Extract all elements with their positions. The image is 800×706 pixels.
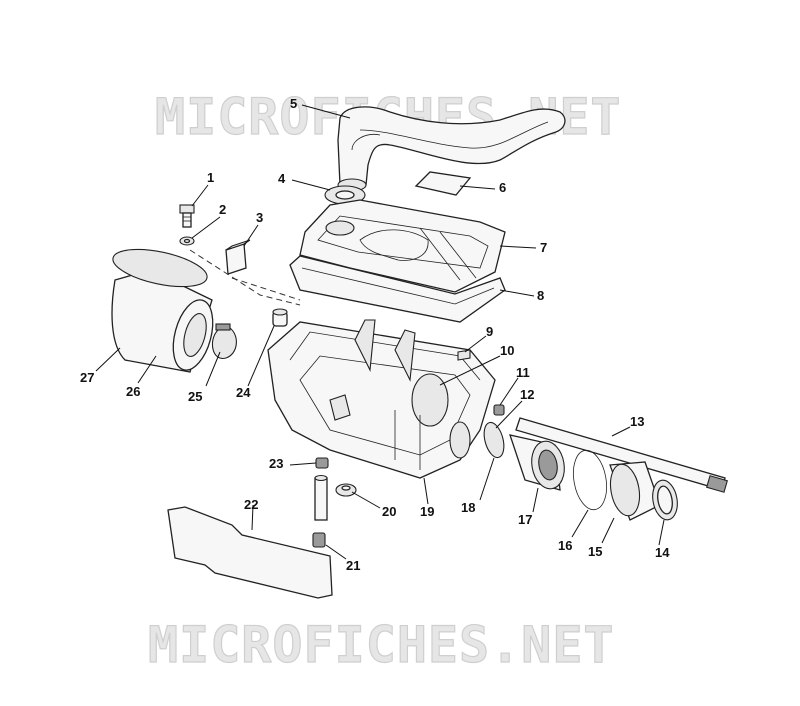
part-2-washer [179,236,195,246]
part-25-clamp [211,323,237,359]
part-11-cap [493,404,505,416]
callout-labels: 1 2 3 4 5 6 7 8 9 10 11 12 13 14 15 16 1… [80,96,670,573]
part-22-plate [167,506,333,599]
callout-26: 26 [126,384,140,399]
callout-12: 12 [520,387,534,402]
part-8-seal [289,255,506,323]
callout-6: 6 [499,180,506,195]
part-12-seal-ring [483,421,505,459]
part-13-tube [515,417,728,493]
callout-27: 27 [80,370,94,385]
part-17-outlet-duct [509,434,565,491]
callout-13: 13 [630,414,644,429]
part-1-bolt [179,204,195,228]
callout-11: 11 [516,365,530,380]
callout-15: 15 [588,544,602,559]
part-24-grommet [272,308,288,327]
callout-4: 4 [278,171,286,186]
callout-19: 19 [420,504,434,519]
part-20-grommet [335,483,357,497]
callout-9: 9 [486,324,493,339]
callout-23: 23 [269,456,283,471]
part-6-decal [414,171,472,196]
part-19-airbox [267,319,496,479]
callout-16: 16 [558,538,572,553]
callout-7: 7 [540,240,547,255]
leader-lines [95,104,665,560]
part-16-ring [573,449,607,511]
part-4-grommet [324,185,366,205]
callout-20: 20 [382,504,396,519]
part-3-block [225,239,251,275]
callout-8: 8 [537,288,544,303]
part-14-clamp [652,479,678,521]
callout-14: 14 [655,545,670,560]
part-9-tab [457,349,471,361]
part-21-drain-valve [312,474,328,548]
part-23-drain-cap [315,457,329,469]
callout-18: 18 [461,500,475,515]
callout-3: 3 [256,210,263,225]
part-15-boot [609,461,661,521]
callout-5: 5 [290,96,297,111]
callout-24: 24 [236,385,251,400]
callout-10: 10 [500,343,514,358]
part-26-inner-filter [172,299,214,371]
callout-22: 22 [244,497,258,512]
callout-2: 2 [219,202,226,217]
watermark-bottom: MICROFICHES.NET [148,616,615,674]
callout-21: 21 [346,558,360,573]
callout-1: 1 [207,170,214,185]
callout-17: 17 [518,512,532,527]
callout-25: 25 [188,389,202,404]
